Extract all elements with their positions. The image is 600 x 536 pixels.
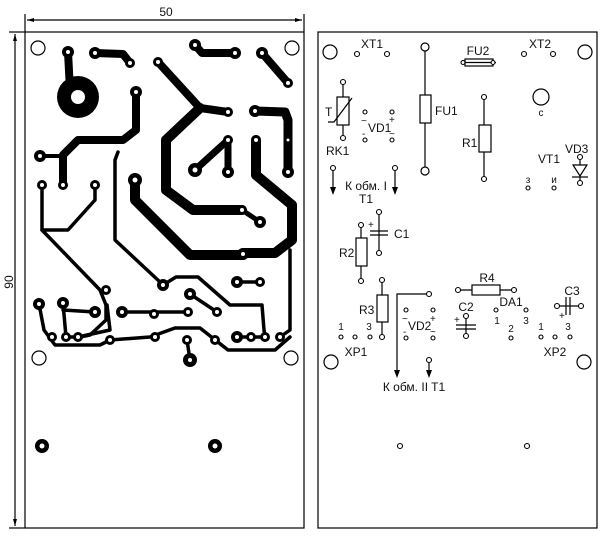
label-c1: C1 — [394, 227, 410, 241]
pin-label: ~ — [402, 314, 408, 325]
label-r1: R1 — [462, 136, 478, 150]
label-vt1: VT1 — [538, 152, 560, 166]
label-xt2: XT2 — [529, 37, 551, 51]
label-da1: DA1 — [499, 295, 523, 309]
label-t: T — [325, 105, 333, 119]
pin-label: 3 — [565, 322, 571, 333]
pin-label: - — [403, 327, 406, 338]
label-vd3: VD3 — [565, 142, 589, 156]
label-gate: з — [526, 175, 531, 186]
label-c: c — [539, 108, 544, 119]
copper-pads — [30, 39, 300, 453]
pin-label: 2 — [508, 324, 514, 335]
pin-label: - — [362, 129, 365, 140]
pin-label: ~ — [430, 327, 436, 338]
pin-label: ~ — [389, 129, 395, 140]
label-source: и — [551, 175, 557, 186]
pin-label: ~ — [361, 116, 367, 127]
pin-label: 3 — [366, 322, 372, 333]
dimension-lines: 50 90 — [2, 5, 305, 529]
pin-label: 1 — [338, 322, 344, 333]
pin-label: 1 — [538, 322, 544, 333]
component-labels: XT1 XT2 FU2 FU1 T RK1 VD1 ~ + - ~ R1 c V… — [325, 37, 589, 394]
label-winding-1: К обм. I — [345, 179, 387, 193]
mounting-holes — [322, 44, 593, 370]
label-r4: R4 — [479, 271, 495, 285]
label-xp2: XP2 — [544, 345, 567, 359]
mounting-holes — [30, 40, 300, 366]
pin-label: + — [430, 314, 436, 325]
pin-label: 3 — [523, 316, 529, 327]
label-c3: C3 — [564, 284, 580, 298]
pin-label: + — [454, 315, 460, 326]
height-dimension: 90 — [2, 275, 16, 289]
pin-label: + — [559, 311, 565, 322]
label-xp1: XP1 — [345, 345, 368, 359]
label-rk1: RK1 — [326, 144, 350, 158]
label-fu2: FU2 — [467, 44, 490, 58]
pcb-copper-side — [24, 31, 305, 529]
pcb-component-side: XT1 XT2 FU2 FU1 T RK1 VD1 ~ + - ~ R1 c V… — [317, 31, 598, 529]
pin-label: + — [368, 220, 374, 231]
label-vd1: VD1 — [368, 121, 392, 135]
component-pads — [329, 50, 585, 450]
label-winding-2: К обм. II T1 — [383, 380, 446, 394]
label-vd2: VD2 — [408, 319, 432, 333]
label-winding-1-t1: T1 — [359, 192, 373, 206]
label-r3: R3 — [359, 303, 375, 317]
width-dimension: 50 — [159, 5, 173, 19]
label-c2: C2 — [458, 300, 474, 314]
label-fu1: FU1 — [435, 104, 458, 118]
pin-label: + — [389, 115, 395, 126]
label-xt1: XT1 — [361, 37, 383, 51]
label-r2: R2 — [339, 246, 355, 260]
pin-label: 1 — [494, 316, 500, 327]
